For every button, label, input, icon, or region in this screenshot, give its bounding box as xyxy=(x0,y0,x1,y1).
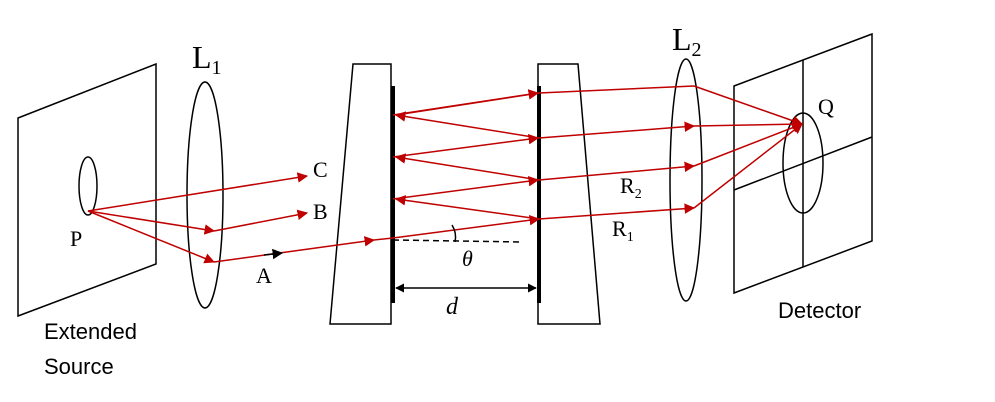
etalon-reflections xyxy=(392,89,541,239)
left-etalon-plate xyxy=(329,63,392,325)
focused-rays xyxy=(693,85,804,209)
lens2-label: L2 xyxy=(672,21,702,61)
incident-rays xyxy=(87,172,394,264)
detector-axis-horizontal xyxy=(733,136,873,191)
label-theta: θ xyxy=(462,246,473,271)
label-c: C xyxy=(313,157,328,182)
label-r1: R1 xyxy=(612,216,634,245)
source-label-line2: Source xyxy=(44,354,114,379)
source-point-circle xyxy=(78,156,98,216)
source-label-line1: Extended xyxy=(44,319,137,344)
theta-arc xyxy=(451,224,457,243)
lens-l2 xyxy=(669,58,703,302)
lens1-label: L1 xyxy=(192,39,222,79)
right-etalon-plate xyxy=(537,63,601,325)
detector-label: Detector xyxy=(778,298,861,323)
label-p: P xyxy=(70,226,82,251)
label-r2: R2 xyxy=(620,173,642,202)
label-d: d xyxy=(446,294,459,320)
normal-reference-dashed xyxy=(392,239,523,243)
label-b: B xyxy=(313,199,328,224)
detector-fringe-ring xyxy=(782,112,824,214)
label-a: A xyxy=(256,263,272,288)
label-q: Q xyxy=(818,94,834,119)
transmitted-rays xyxy=(538,85,696,220)
extended-source-plane xyxy=(17,62,157,318)
